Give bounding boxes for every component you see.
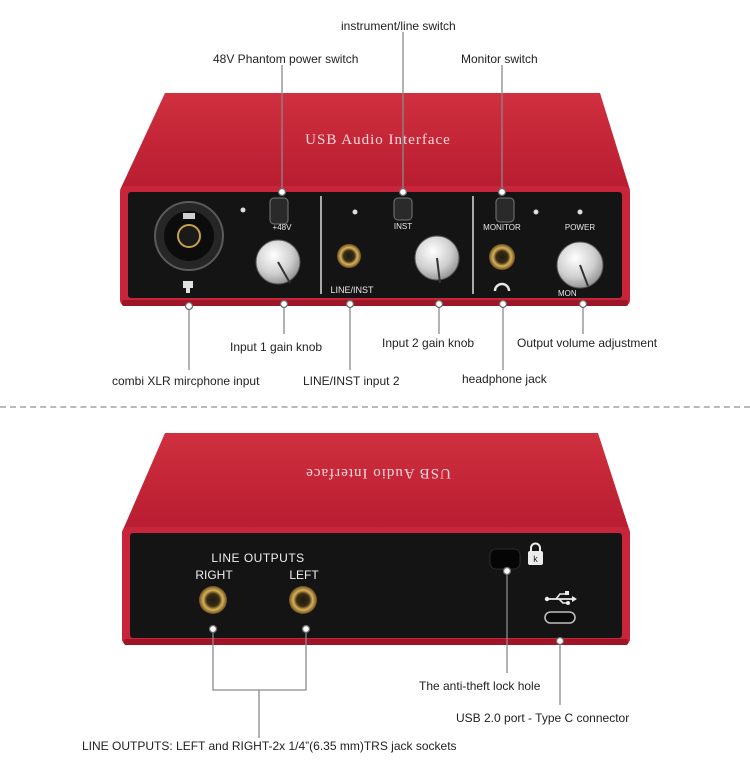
line-inst-jack[interactable] (337, 244, 361, 268)
monitor-led (533, 209, 539, 215)
xlr-combo-jack[interactable] (154, 201, 224, 271)
line-inst-label: LINE/INST (330, 285, 374, 295)
rear-case-lip (124, 639, 628, 645)
headphone-icon (493, 282, 511, 292)
phantom-label: +48V (273, 223, 293, 232)
callout-usb-port: USB 2.0 port - Type C connector (456, 711, 630, 725)
rear-unit: USB Audio Interface LINE OUTPUTS RIGHT L… (122, 433, 630, 738)
input1-gain-knob[interactable] (255, 239, 301, 285)
right-label: RIGHT (195, 568, 233, 582)
input2-gain-knob[interactable] (414, 235, 460, 284)
front-unit: USB Audio Interface +48V LINE/INST (120, 32, 630, 370)
front-case-lip (122, 300, 628, 306)
power-led (577, 209, 583, 215)
anti-theft-lock-hole[interactable] (489, 548, 521, 570)
lock-icon: k (528, 542, 543, 565)
mon-label: MON (558, 289, 577, 298)
left-label: LEFT (289, 568, 319, 582)
svg-text:k: k (533, 554, 538, 564)
callout-xlr-input: combi XLR mircphone input (112, 374, 260, 388)
callout-headphone-jack: headphone jack (462, 372, 547, 386)
callout-lock-hole: The anti-theft lock hole (419, 679, 541, 693)
power-label: POWER (565, 223, 595, 232)
xlr-symbol-icon (183, 281, 193, 293)
callout-phantom-switch: 48V Phantom power switch (213, 52, 359, 66)
section-divider (0, 406, 750, 408)
callout-instrument-switch: instrument/line switch (341, 19, 456, 33)
callout-line-outputs: LINE OUTPUTS: LEFT and RIGHT-2x 1/4”(6.3… (82, 739, 457, 753)
callout-monitor-switch: Monitor switch (461, 52, 538, 66)
monitor-switch[interactable] (495, 197, 515, 223)
monitor-label: MONITOR (483, 223, 521, 232)
usb-c-port[interactable] (544, 611, 576, 624)
front-case-title: USB Audio Interface (305, 132, 451, 148)
inst-led (352, 209, 358, 215)
headphone-jack[interactable] (489, 244, 515, 270)
rear-case-title: USB Audio Interface (305, 465, 451, 481)
phantom-switch[interactable] (269, 197, 289, 225)
inst-switch[interactable] (393, 197, 413, 221)
callout-input2-gain: Input 2 gain knob (382, 336, 475, 350)
rear-case-top (122, 433, 630, 532)
callout-output-volume: Output volume adjustment (517, 336, 658, 350)
left-output-jack[interactable] (289, 586, 317, 614)
output-volume-knob[interactable] (556, 241, 604, 289)
phantom-led (240, 207, 246, 213)
usb-icon (544, 591, 577, 605)
callout-line-inst-input: LINE/INST input 2 (303, 374, 400, 388)
right-output-jack[interactable] (199, 586, 227, 614)
line-outputs-label: LINE OUTPUTS (211, 551, 304, 565)
callout-input1-gain: Input 1 gain knob (230, 340, 323, 354)
inst-label: INST (394, 222, 412, 231)
